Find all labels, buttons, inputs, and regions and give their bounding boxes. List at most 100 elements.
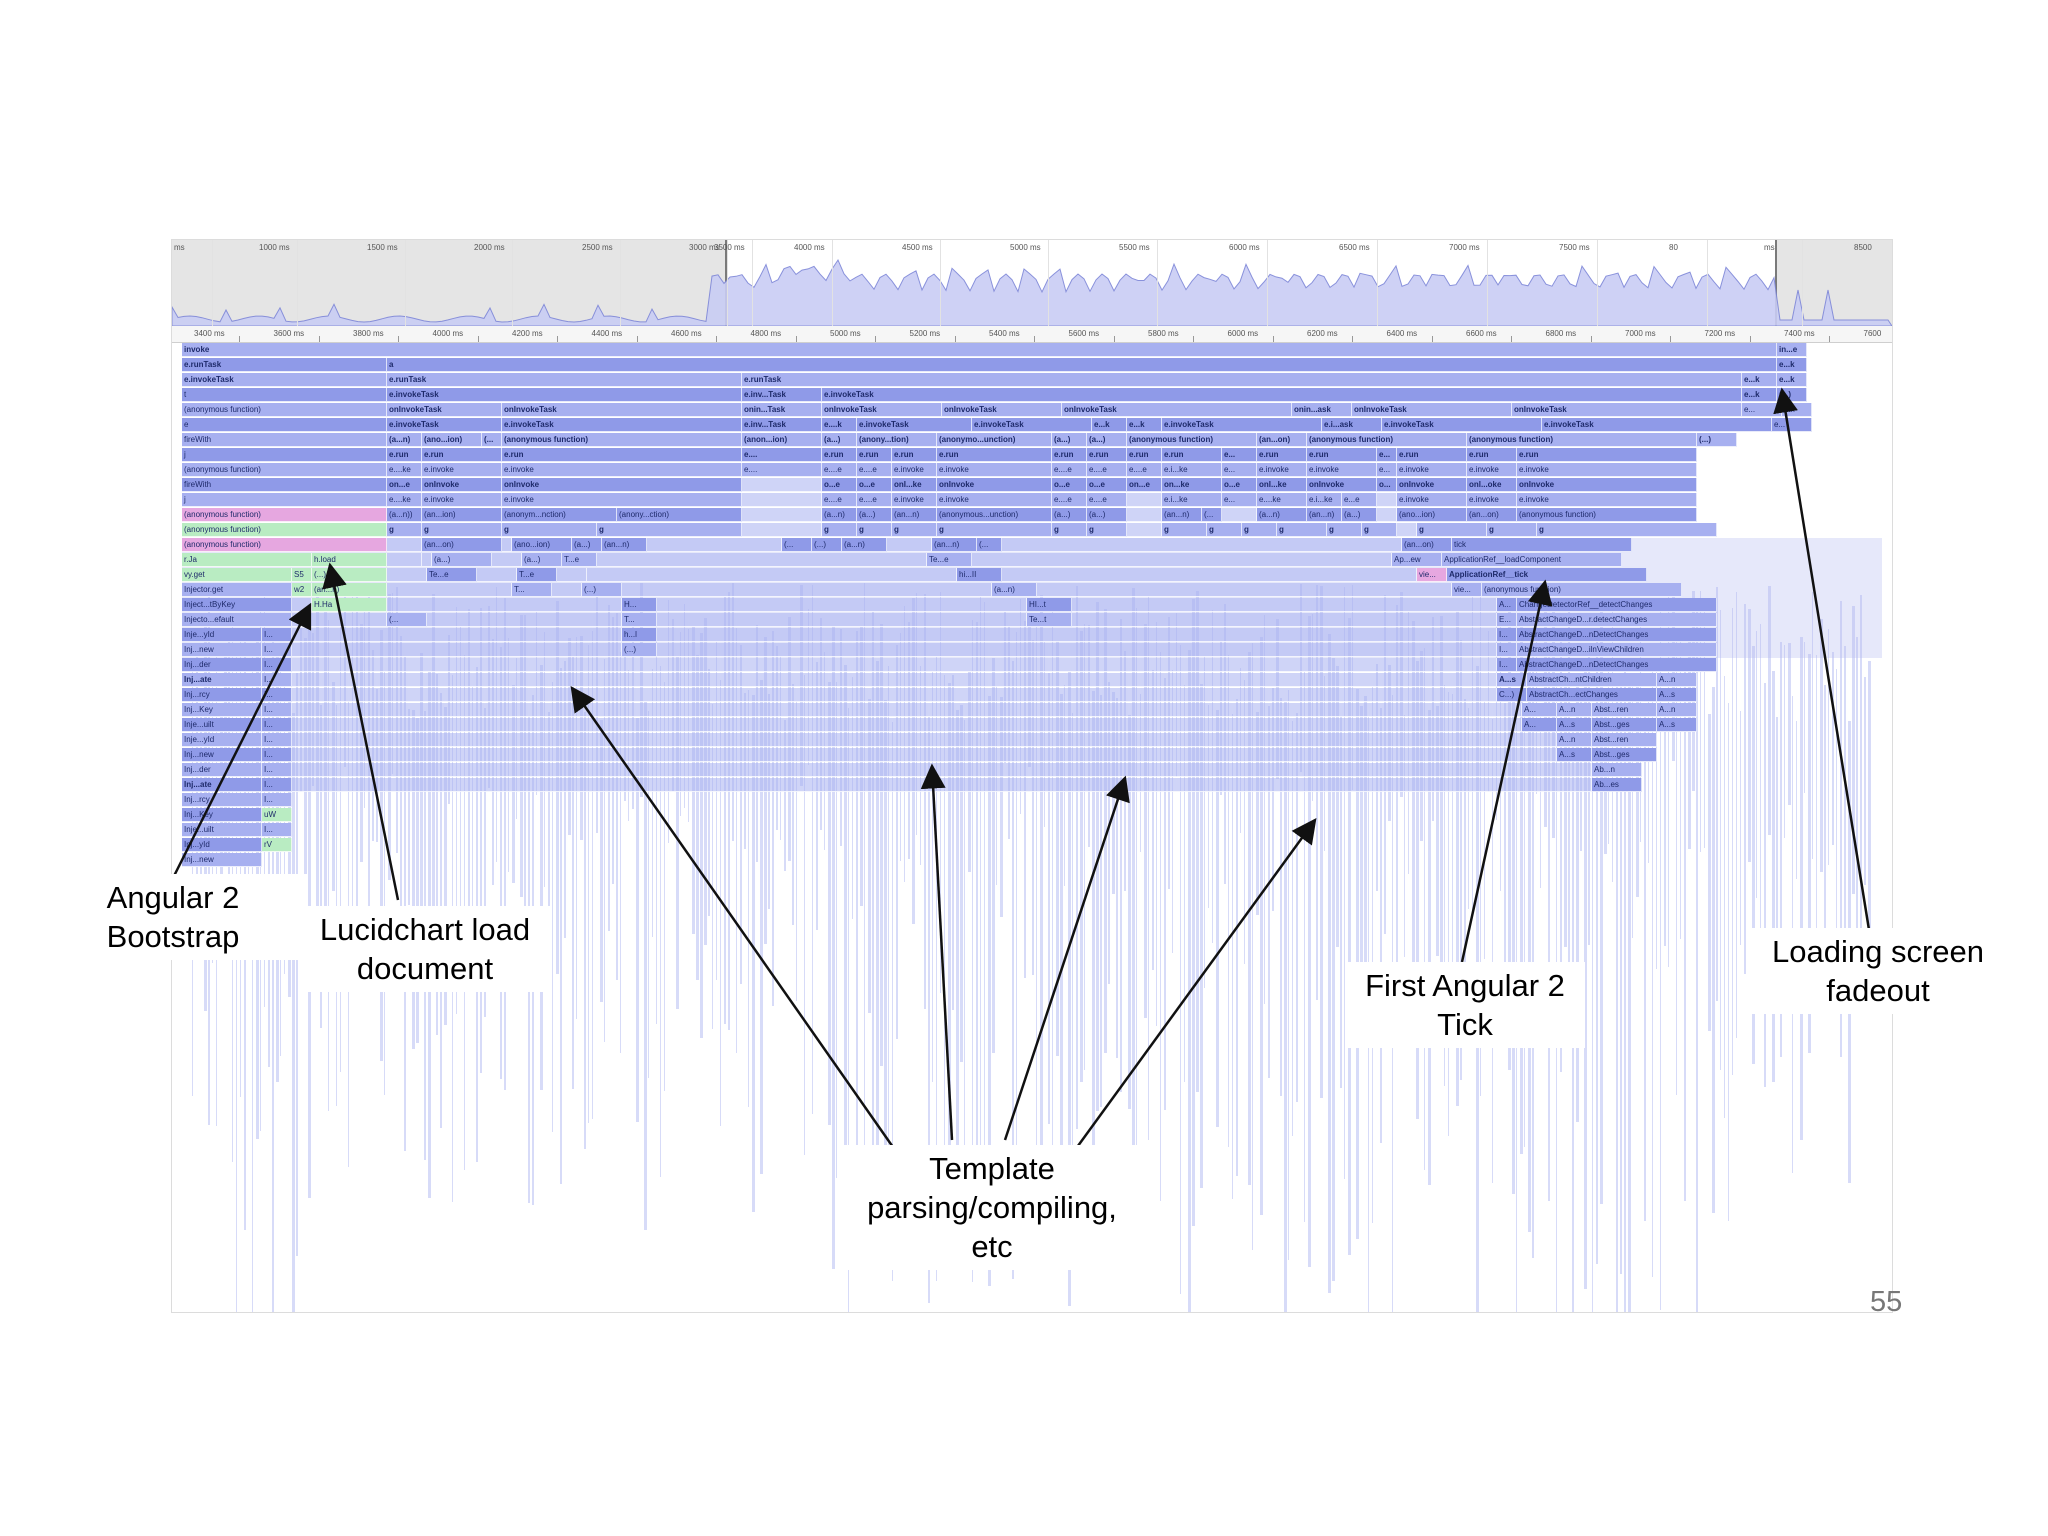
flame-frame[interactable]: g	[1162, 523, 1207, 537]
flame-frame[interactable]: AbstractChangeD...r.detectChanges	[1517, 613, 1717, 627]
flame-frame[interactable]: e.run	[1307, 448, 1377, 462]
flame-frame[interactable]: AbstractCh...ectChanges	[1527, 688, 1657, 702]
flame-frame[interactable]: onInvokeTask	[387, 403, 502, 417]
flame-frame[interactable]: (...)	[1697, 433, 1737, 447]
flame-frame[interactable]: (ano...ion)	[512, 538, 572, 552]
flame-frame[interactable]: e...	[1377, 463, 1397, 477]
flame-frame[interactable]: g	[892, 523, 937, 537]
flame-frame[interactable]: Inj...yId	[182, 838, 262, 852]
flame-frame[interactable]: e.invoke	[937, 463, 1052, 477]
flame-frame[interactable]	[657, 643, 1497, 657]
flame-frame[interactable]	[1002, 568, 1417, 582]
flame-frame[interactable]: fireWith	[182, 478, 387, 492]
flame-frame[interactable]: Inj...new	[182, 748, 262, 762]
flame-frame[interactable]: vie...	[1417, 568, 1447, 582]
flame-frame[interactable]	[387, 553, 422, 567]
overview-right-handle[interactable]	[1775, 240, 1777, 326]
flame-frame[interactable]: g	[1417, 523, 1487, 537]
flame-frame[interactable]: Inje...uilt	[182, 718, 262, 732]
flame-frame[interactable]: (...)	[622, 643, 657, 657]
flame-frame[interactable]: Te...t	[1027, 613, 1072, 627]
flame-frame[interactable]: Ab...es	[1592, 778, 1642, 792]
flame-frame[interactable]: e.run	[937, 448, 1052, 462]
flame-frame[interactable]: (an...n)	[602, 538, 647, 552]
flame-frame[interactable]: e.runTask	[182, 358, 387, 372]
flame-frame[interactable]: (an...n)	[932, 538, 977, 552]
flame-frame[interactable]: (anonymous function)	[182, 403, 387, 417]
flame-frame[interactable]	[647, 538, 782, 552]
flame-frame[interactable]: h...	[1782, 403, 1812, 417]
flame-frame[interactable]: Te...e	[927, 553, 972, 567]
flame-frame[interactable]	[292, 733, 1557, 747]
flame-frame[interactable]: (a...)	[572, 538, 602, 552]
flame-frame[interactable]: Injecto...efault	[182, 613, 292, 627]
flame-frame[interactable]: g	[1207, 523, 1242, 537]
flame-frame[interactable]: e.run	[892, 448, 937, 462]
flame-frame[interactable]: (anonymo...unction)	[937, 433, 1052, 447]
flame-frame[interactable]: (...)	[582, 583, 622, 597]
flame-frame[interactable]: t	[182, 388, 387, 402]
flame-frame[interactable]: I...	[262, 688, 292, 702]
flame-frame[interactable]	[1127, 523, 1162, 537]
flame-frame[interactable]: e....e	[857, 493, 892, 507]
flame-frame[interactable]: e.invoke	[1397, 463, 1467, 477]
flame-frame[interactable]: j	[182, 448, 387, 462]
flame-frame[interactable]	[292, 613, 387, 627]
flame-frame[interactable]: (a...)	[1052, 508, 1087, 522]
flame-frame[interactable]	[657, 598, 1027, 612]
flame-frame[interactable]: (a...n)	[822, 508, 857, 522]
flame-frame[interactable]: (an...n)	[312, 583, 387, 597]
flame-frame[interactable]: e.invoke	[1467, 463, 1517, 477]
flame-frame[interactable]: e...e	[1342, 493, 1377, 507]
flame-frame[interactable]: e...	[1222, 493, 1257, 507]
flame-frame[interactable]	[387, 568, 427, 582]
flame-frame[interactable]: H.Ha	[312, 598, 387, 612]
flame-frame[interactable]: (a...)	[432, 553, 492, 567]
flame-frame[interactable]: e.invoke	[502, 493, 742, 507]
flame-frame[interactable]: uW	[262, 808, 292, 822]
flame-frame[interactable]: (an...ion)	[422, 508, 502, 522]
flame-frame[interactable]: ApplicationRef__loadComponent	[1442, 553, 1622, 567]
flame-frame[interactable]: e.invoke	[1517, 493, 1697, 507]
flame-frame[interactable]: Inj...der	[182, 763, 262, 777]
flame-frame[interactable]: T...	[512, 583, 552, 597]
flame-frame[interactable]: Injector.get	[182, 583, 292, 597]
flame-frame[interactable]: (an...n)	[1307, 508, 1342, 522]
flame-frame[interactable]: Inj...Key	[182, 703, 262, 717]
flame-frame[interactable]: Inj...new	[182, 853, 262, 867]
flame-frame[interactable]: (ano...ion)	[1397, 508, 1467, 522]
flame-frame[interactable]: e....e	[1087, 493, 1127, 507]
flame-frame[interactable]	[742, 493, 822, 507]
flame-frame[interactable]: onInvoke	[937, 478, 1052, 492]
flame-frame[interactable]: g	[822, 523, 857, 537]
flame-frame[interactable]: (...)	[312, 568, 387, 582]
flame-frame[interactable]: (a...)	[522, 553, 562, 567]
flame-frame[interactable]: Ab...n	[1592, 763, 1642, 777]
flame-frame[interactable]: I...	[262, 763, 292, 777]
flame-frame[interactable]	[292, 688, 1497, 702]
flame-frame[interactable]: (a...)	[1052, 433, 1087, 447]
flame-frame[interactable]: e....e	[1127, 463, 1162, 477]
flame-frame[interactable]: e.invoke	[422, 493, 502, 507]
flame-frame[interactable]: a	[387, 358, 1777, 372]
flame-frame[interactable]: invoke	[182, 343, 1777, 357]
flame-frame[interactable]: Inj...der	[182, 658, 262, 672]
flame-frame[interactable]: e.invoke	[1397, 493, 1467, 507]
flame-frame[interactable]: hi...II	[957, 568, 1002, 582]
flame-frame[interactable]: A...n	[1557, 703, 1592, 717]
flame-frame[interactable]: onInvokeTask	[942, 403, 1062, 417]
flame-frame[interactable]: e...k	[1777, 373, 1807, 387]
flame-frame[interactable]: Inje...yId	[182, 733, 262, 747]
flame-frame[interactable]: AbstractChangeD...ilnViewChildren	[1517, 643, 1717, 657]
flame-frame[interactable]: (anonymous function)	[182, 538, 387, 552]
flame-frame[interactable]: Inj...new	[182, 643, 262, 657]
flame-frame[interactable]: e.run	[1517, 448, 1697, 462]
flame-frame[interactable]: e.run	[1127, 448, 1162, 462]
flame-frame[interactable]: e.run	[1397, 448, 1467, 462]
flame-frame[interactable]: A...n	[1657, 703, 1697, 717]
flame-frame[interactable]: e.invokeTask	[502, 418, 742, 432]
flame-frame[interactable]: o...e	[822, 478, 857, 492]
flame-frame[interactable]: S5	[292, 568, 312, 582]
flame-frame[interactable]	[587, 568, 957, 582]
flame-frame[interactable]: e.run	[1052, 448, 1087, 462]
